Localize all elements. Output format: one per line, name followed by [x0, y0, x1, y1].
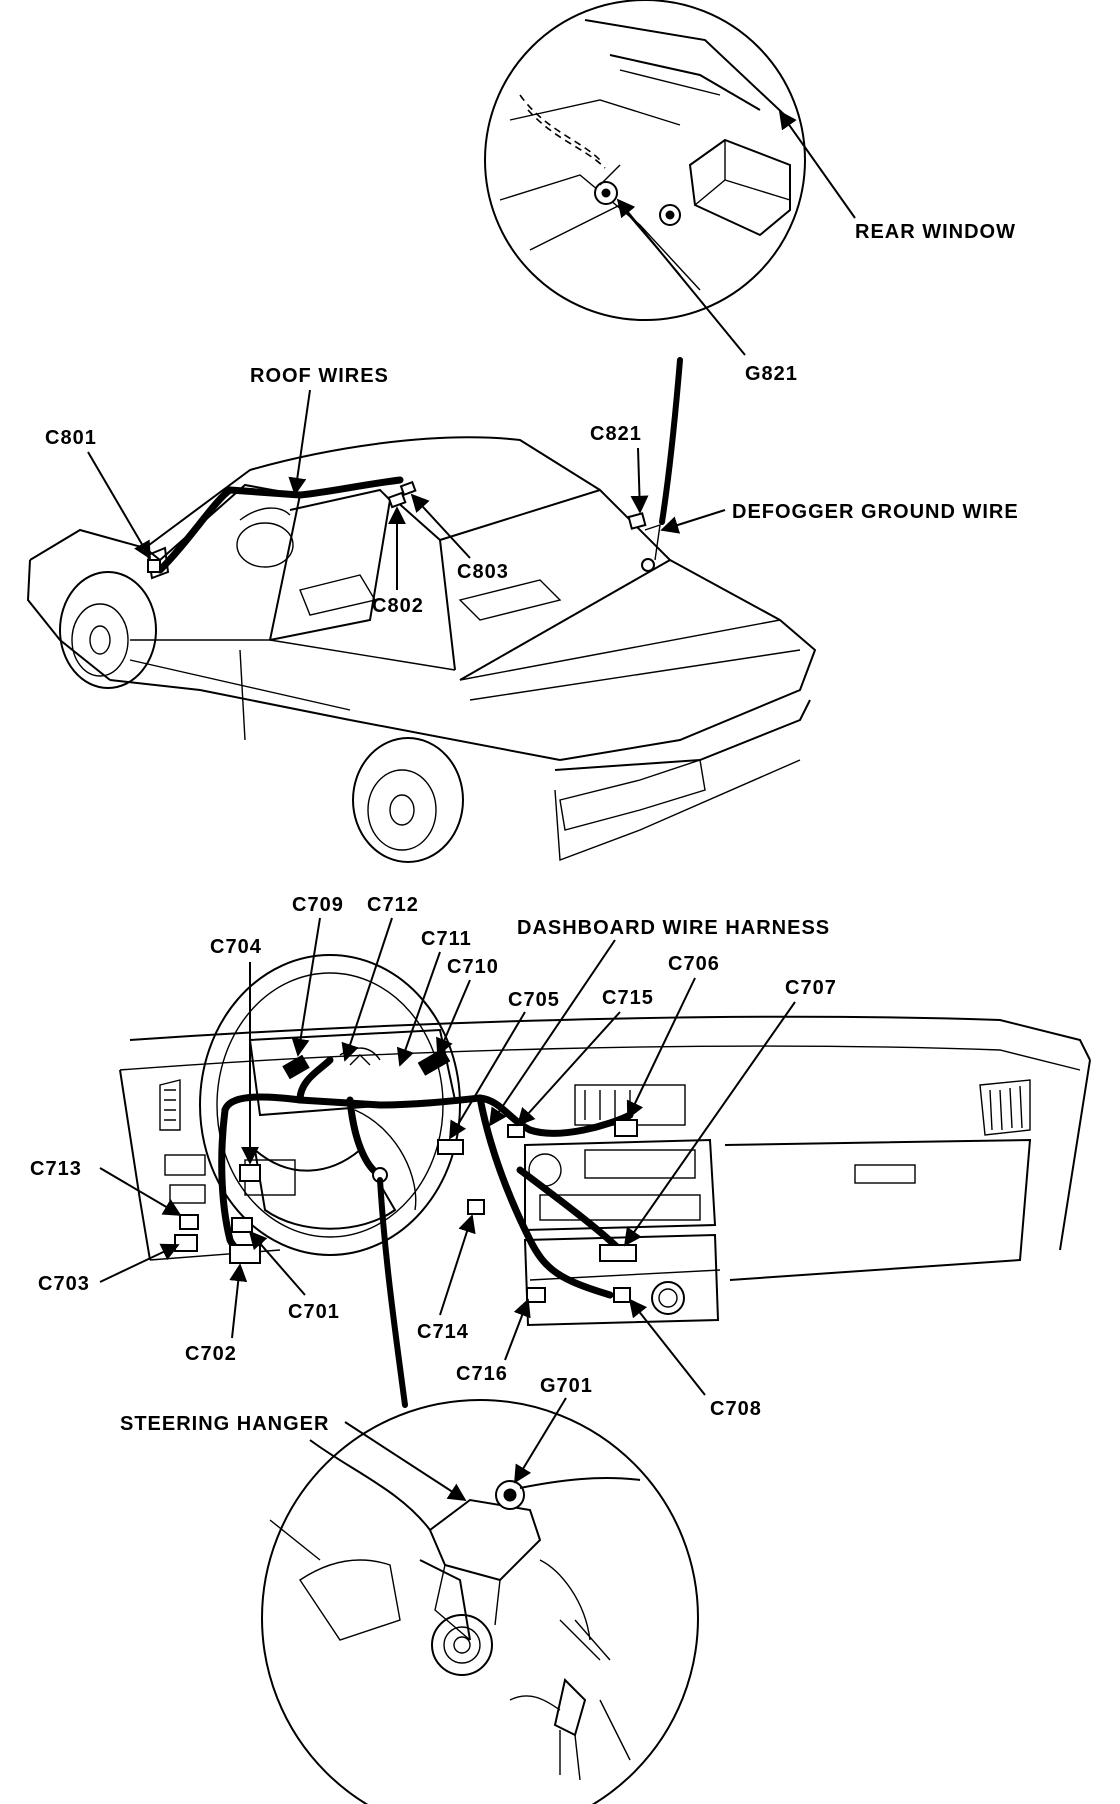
detail-link-rear — [659, 357, 683, 525]
steering-hanger-leader — [344, 1421, 467, 1501]
c705-leader — [449, 1011, 526, 1140]
c705-connector — [437, 1139, 464, 1155]
c701-leader — [248, 1230, 306, 1296]
c713-leader — [99, 1167, 182, 1216]
c708-connector — [613, 1287, 631, 1303]
c714-connector — [467, 1199, 485, 1215]
c713-label: C713 — [30, 1158, 82, 1180]
c821-label: C821 — [590, 423, 642, 445]
c702-leader — [229, 1263, 248, 1339]
c706-leader — [626, 977, 696, 1120]
c714-leader — [439, 1214, 476, 1316]
g821-ground — [641, 558, 655, 572]
c703-label: C703 — [38, 1273, 90, 1295]
dashboard-wire-harness-label: DASHBOARD WIRE HARNESS — [517, 917, 830, 939]
c715-label: C715 — [602, 987, 654, 1009]
c709-label: C709 — [292, 894, 344, 916]
c716-connector — [526, 1287, 546, 1303]
c715-leader — [516, 1011, 621, 1127]
c708-label: C708 — [710, 1398, 762, 1420]
c715-connector — [507, 1124, 525, 1138]
c701-connector — [231, 1217, 253, 1233]
c706-label: C706 — [668, 953, 720, 975]
c712-leader — [341, 917, 393, 1062]
c704-label: C704 — [210, 936, 262, 958]
c709-connector — [282, 1054, 310, 1080]
steering-hanger-detail — [261, 1399, 699, 1804]
dashboard — [119, 954, 1091, 1327]
c803-label: C803 — [457, 561, 509, 583]
car-body — [26, 436, 817, 863]
c703-connector — [174, 1234, 198, 1252]
c707-leader — [623, 1001, 796, 1247]
g701-leader — [514, 1397, 567, 1484]
rear-window-detail — [484, 0, 806, 321]
c707-label: C707 — [785, 977, 837, 999]
c708-leader — [628, 1298, 706, 1396]
c709-leader — [291, 917, 321, 1057]
c821-connector — [627, 512, 647, 530]
c705-label: C705 — [508, 989, 560, 1011]
c704-connector — [239, 1164, 261, 1182]
c801-leader — [87, 451, 151, 560]
c707-connector — [599, 1244, 637, 1262]
rear-window-leader — [778, 110, 856, 219]
c706-connector — [614, 1119, 638, 1137]
dashboard-wire-harness-leader — [488, 939, 616, 1127]
defogger-ground-wire-label: DEFOGGER GROUND WIRE — [732, 501, 1019, 523]
roof-wires — [156, 476, 404, 574]
c711-label: C711 — [421, 928, 472, 950]
c702-connector — [229, 1244, 261, 1264]
g701-label: G701 — [540, 1375, 593, 1397]
c801-connector — [147, 559, 161, 573]
roof-wires-label: ROOF WIRES — [250, 365, 389, 387]
c710-label: C710 — [447, 956, 499, 978]
c701-label: C701 — [288, 1301, 340, 1323]
c716-label: C716 — [456, 1363, 508, 1385]
c803-connector — [399, 480, 417, 497]
c803-leader — [410, 493, 471, 559]
g821-leader — [616, 198, 746, 356]
c821-leader — [630, 447, 649, 514]
c801-label: C801 — [45, 427, 97, 449]
c802-label: C802 — [372, 595, 424, 617]
rear-window-label: REAR WINDOW — [855, 221, 1016, 243]
c703-leader — [99, 1243, 180, 1283]
c710-leader — [436, 979, 471, 1057]
c712-label: C712 — [367, 894, 419, 916]
roof-wires-leader — [288, 389, 311, 496]
detail-link-steering — [377, 1177, 408, 1408]
dashboard-wire-harness — [221, 1093, 634, 1137]
defogger-ground-wire-leader — [660, 509, 726, 534]
c702-label: C702 — [185, 1343, 237, 1365]
c802-connector — [387, 491, 407, 509]
c714-label: C714 — [417, 1321, 469, 1343]
g821-label: G821 — [745, 363, 798, 385]
c716-leader — [504, 1298, 531, 1361]
c711-leader — [396, 951, 441, 1067]
steering-hanger-label: STEERING HANGER — [120, 1413, 329, 1435]
c713-connector — [179, 1214, 199, 1230]
